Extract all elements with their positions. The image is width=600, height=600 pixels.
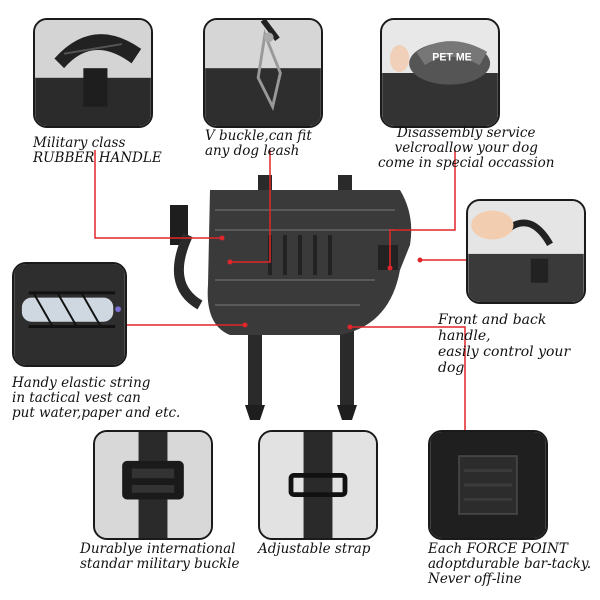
caption-military-buckle: Durablye international standar military … [80,541,240,572]
photo-force-point [428,430,548,540]
photo-elastic-string [12,262,127,367]
caption-force-point: Each FORCE POINT adoptdurable bar-tacky.… [428,541,592,587]
vest-image [170,175,412,420]
v-buckle-image [205,20,321,126]
tactical-vest [160,175,440,425]
rubber-handle-image [35,20,151,126]
elastic-bottle-image [14,264,125,365]
caption-front-back-handle: Front and back handle, easily control yo… [438,312,571,376]
photo-velcro-patch: PET ME [380,18,500,128]
photo-military-buckle [93,430,213,540]
hand-handle-image [468,201,584,302]
photo-rubber-handle [33,18,153,128]
patch-text: PET ME [432,51,471,63]
caption-rubber-handle: Military class RUBBER HANDLE [33,135,162,166]
force-point-image [430,432,546,538]
velcro-patch-image: PET ME [382,20,498,126]
caption-adjustable-strap: Adjustable strap [258,541,371,557]
military-buckle-image [95,432,211,538]
photo-front-back-handle [466,199,586,304]
caption-velcro: Disassembly service velcroallow your dog… [378,125,555,171]
photo-v-buckle [203,18,323,128]
photo-adjustable-strap [258,430,378,540]
caption-elastic-string: Handy elastic string in tactical vest ca… [12,375,181,421]
strap-image [260,432,376,538]
caption-v-buckle: V buckle,can fit any dog leash [205,128,312,159]
